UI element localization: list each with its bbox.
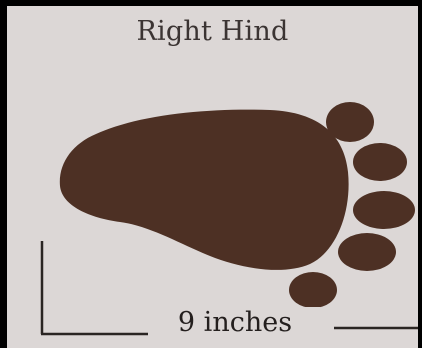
- toe-pad-1: [326, 102, 374, 142]
- heel-pad: [60, 110, 349, 270]
- toe-pad-4: [338, 233, 396, 271]
- toe-pad-2: [353, 143, 407, 181]
- toe-pad-5: [289, 272, 337, 308]
- toe-pad-3: [353, 191, 415, 229]
- scale-label: 9 inches: [150, 307, 320, 338]
